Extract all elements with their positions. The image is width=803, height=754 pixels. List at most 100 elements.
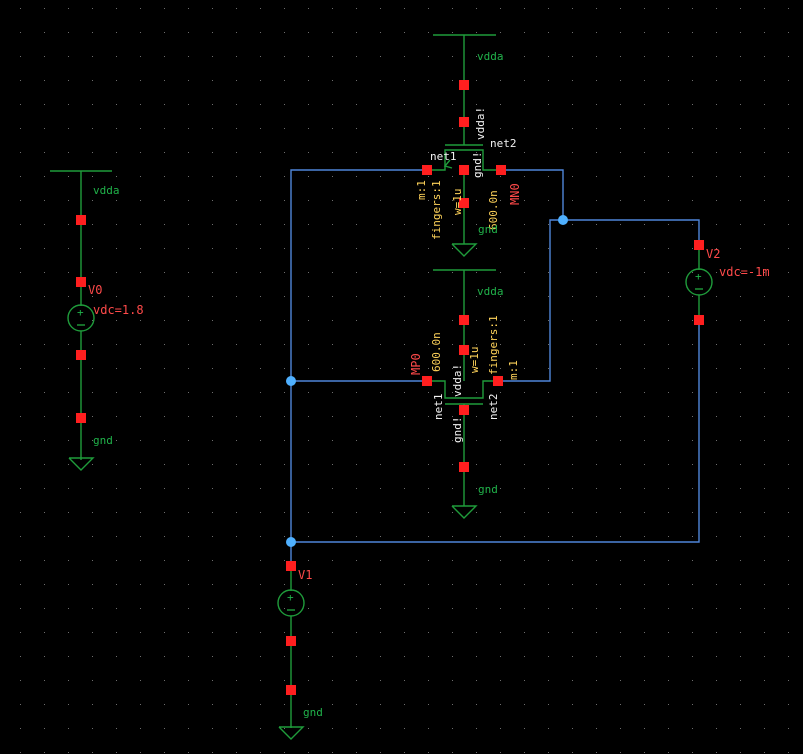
mn0-net-gnd: gnd <box>478 223 498 236</box>
grid-dot <box>284 296 285 297</box>
grid-dot <box>164 200 165 201</box>
pin-marker[interactable] <box>493 376 503 386</box>
grid-dot <box>596 680 597 681</box>
pin-marker[interactable] <box>459 80 469 90</box>
v2-instance-label[interactable]: V2 <box>706 247 720 261</box>
grid-dot <box>236 752 237 753</box>
grid-dot <box>404 32 405 33</box>
grid-dot <box>212 152 213 153</box>
grid-dot <box>668 536 669 537</box>
grid-dot <box>500 152 501 153</box>
junction-net2[interactable] <box>558 215 568 225</box>
grid-dot <box>596 8 597 9</box>
pin-marker[interactable] <box>459 345 469 355</box>
grid-dot <box>212 680 213 681</box>
grid-dot <box>572 488 573 489</box>
pin-marker[interactable] <box>459 117 469 127</box>
pin-marker[interactable] <box>694 240 704 250</box>
grid-dot <box>188 344 189 345</box>
junction-net1-bottom[interactable] <box>286 537 296 547</box>
grid-dot <box>668 296 669 297</box>
grid-dot <box>716 248 717 249</box>
transistor-mp0[interactable]: vdda MP0 600.0n w=1u fingers:1 m:1 vdda!… <box>409 269 520 519</box>
pin-marker[interactable] <box>76 215 86 225</box>
grid-dot <box>644 632 645 633</box>
grid-dot <box>260 128 261 129</box>
junction-net1-mid[interactable] <box>286 376 296 386</box>
transistor-mn0[interactable]: vdda net1 net2 vdda! gnd! m:1 fingers:1 … <box>415 34 522 257</box>
grid-dot <box>428 128 429 129</box>
pin-marker[interactable] <box>76 277 86 287</box>
grid-dot <box>260 608 261 609</box>
grid-dot <box>596 128 597 129</box>
source-v2[interactable]: + V2 vdc=-1m <box>685 240 770 325</box>
grid-dot <box>788 224 789 225</box>
mn0-instance-label[interactable]: MN0 <box>508 183 522 205</box>
pin-marker[interactable] <box>76 413 86 423</box>
grid-dot <box>644 128 645 129</box>
grid-dot <box>596 752 597 753</box>
pin-marker[interactable] <box>459 165 469 175</box>
grid-dot <box>452 608 453 609</box>
v0-instance-label[interactable]: V0 <box>88 283 102 297</box>
pin-marker[interactable] <box>459 405 469 415</box>
pin-marker[interactable] <box>459 315 469 325</box>
grid-dot <box>164 8 165 9</box>
grid-dot <box>404 344 405 345</box>
grid-dot <box>620 8 621 9</box>
pin-marker[interactable] <box>76 350 86 360</box>
grid-dot <box>356 488 357 489</box>
pin-marker[interactable] <box>459 462 469 472</box>
v1-instance-label[interactable]: V1 <box>298 568 312 582</box>
grid-dot <box>164 80 165 81</box>
mp0-instance-label[interactable]: MP0 <box>409 353 423 375</box>
wire-net2-to-mp0[interactable] <box>498 219 563 382</box>
grid-dot <box>452 224 453 225</box>
grid-dot <box>332 752 333 753</box>
grid-dot <box>548 368 549 369</box>
grid-dot <box>740 512 741 513</box>
grid-dot <box>356 176 357 177</box>
pin-marker[interactable] <box>422 165 432 175</box>
grid-dot <box>380 752 381 753</box>
grid-dot <box>668 176 669 177</box>
mp0-net-vdda: vdda <box>477 285 504 298</box>
v2-param-label[interactable]: vdc=-1m <box>719 265 770 279</box>
pin-marker[interactable] <box>286 561 296 571</box>
pin-marker[interactable] <box>459 198 469 208</box>
grid-dot <box>476 272 477 273</box>
pin-marker[interactable] <box>286 636 296 646</box>
grid-dot <box>92 512 93 513</box>
grid-dot <box>524 248 525 249</box>
grid-dot <box>380 224 381 225</box>
grid-dot <box>500 128 501 129</box>
pin-marker[interactable] <box>496 165 506 175</box>
grid-dot <box>404 200 405 201</box>
grid-dot <box>380 128 381 129</box>
source-v1[interactable]: + V1 gnd <box>277 561 323 740</box>
grid-dot <box>740 752 741 753</box>
grid-dot <box>140 416 141 417</box>
grid-dot <box>692 104 693 105</box>
grid-dot <box>692 656 693 657</box>
grid-dot <box>20 80 21 81</box>
grid-dot <box>284 416 285 417</box>
pin-marker[interactable] <box>694 315 704 325</box>
grid-dot <box>116 272 117 273</box>
grid-dot <box>164 152 165 153</box>
pin-marker[interactable] <box>422 376 432 386</box>
grid-dot <box>356 584 357 585</box>
grid-dot <box>164 752 165 753</box>
grid-dot <box>548 56 549 57</box>
grid-dot <box>164 32 165 33</box>
grid-dot <box>284 680 285 681</box>
grid-dot <box>140 392 141 393</box>
grid-dot <box>740 728 741 729</box>
supply-v0[interactable]: + vdda V0 vdc=1.8 gnd <box>50 170 144 471</box>
grid-dot <box>692 632 693 633</box>
v0-param-label[interactable]: vdc=1.8 <box>93 303 144 317</box>
grid-dot <box>500 752 501 753</box>
grid-dot <box>44 464 45 465</box>
pin-marker[interactable] <box>286 685 296 695</box>
